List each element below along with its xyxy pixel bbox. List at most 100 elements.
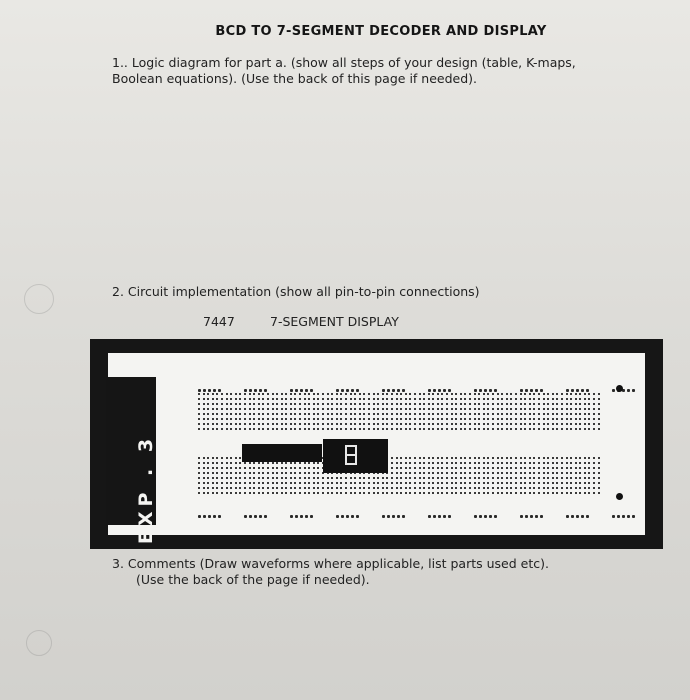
strip-hole (537, 472, 540, 474)
strip-hole (322, 487, 325, 489)
strip-hole (510, 467, 513, 469)
strip-hole (583, 492, 586, 494)
strip-hole (335, 418, 338, 420)
strip-hole (588, 462, 591, 464)
strip-hole (230, 477, 233, 479)
strip-hole (597, 467, 600, 469)
strip-hole (299, 462, 302, 464)
strip-row (198, 418, 602, 423)
question-3-line-1: 3. Comments (Draw waveforms where applic… (112, 556, 549, 571)
strip-hole (395, 487, 398, 489)
strip-hole (413, 423, 416, 425)
strip-hole (524, 462, 527, 464)
rail-hole (474, 515, 477, 518)
strip-hole (340, 472, 343, 474)
strip-hole (501, 428, 504, 430)
strip-hole (514, 413, 517, 415)
strip-hole (501, 492, 504, 494)
strip-hole (225, 403, 228, 405)
strip-hole (514, 462, 517, 464)
strip-hole (225, 408, 228, 410)
strip-hole (478, 477, 481, 479)
strip-hole (533, 403, 536, 405)
strip-hole (551, 467, 554, 469)
strip-hole (469, 413, 472, 415)
strip-hole (547, 398, 550, 400)
strip-hole (202, 413, 205, 415)
question-2: 2. Circuit implementation (show all pin-… (112, 284, 480, 299)
strip-hole (248, 413, 251, 415)
strip-hole (266, 492, 269, 494)
rail-hole (566, 515, 569, 518)
strip-hole (501, 413, 504, 415)
strip-hole (487, 462, 490, 464)
strip-hole (547, 423, 550, 425)
strip-hole (528, 418, 531, 420)
strip-hole (276, 492, 279, 494)
strip-hole (501, 403, 504, 405)
rail-hole (520, 389, 523, 392)
strip-hole (519, 428, 522, 430)
strip-hole (423, 477, 426, 479)
strip-hole (220, 423, 223, 425)
strip-hole (285, 413, 288, 415)
strip-hole (239, 482, 242, 484)
strip-hole (395, 462, 398, 464)
strip-hole (533, 477, 536, 479)
strip-hole (225, 428, 228, 430)
strip-hole (501, 408, 504, 410)
strip-hole (413, 418, 416, 420)
strip-hole (294, 403, 297, 405)
strip-hole (390, 398, 393, 400)
strip-hole (322, 428, 325, 430)
strip-hole (239, 428, 242, 430)
strip-hole (446, 418, 449, 420)
strip-hole (220, 393, 223, 395)
strip-hole (248, 403, 251, 405)
strip-hole (253, 467, 256, 469)
strip-hole (386, 408, 389, 410)
strip-hole (317, 467, 320, 469)
strip-hole (294, 398, 297, 400)
strip-hole (303, 487, 306, 489)
strip-hole (588, 393, 591, 395)
strip-hole (294, 477, 297, 479)
strip-hole (455, 413, 458, 415)
strip-hole (496, 492, 499, 494)
strip-hole (427, 472, 430, 474)
strip-hole (354, 477, 357, 479)
strip-hole (220, 477, 223, 479)
strip-hole (198, 418, 200, 420)
strip-hole (326, 413, 329, 415)
strip-hole (473, 423, 476, 425)
strip-hole (464, 428, 467, 430)
strip-hole (588, 467, 591, 469)
strip-hole (413, 413, 416, 415)
rail-hole (387, 515, 390, 518)
strip-hole (266, 403, 269, 405)
strip-hole (510, 482, 513, 484)
strip-hole (390, 492, 393, 494)
strip-hole (312, 467, 315, 469)
rail-hole (397, 515, 400, 518)
strip-hole (537, 398, 540, 400)
strip-hole (492, 393, 494, 395)
strip-hole (381, 492, 384, 494)
strip-hole (299, 482, 302, 484)
strip-hole (579, 492, 582, 494)
strip-hole (533, 408, 536, 410)
rail-hole (356, 515, 359, 518)
strip-hole (340, 477, 343, 479)
strip-hole (574, 457, 577, 459)
strip-hole (441, 492, 444, 494)
strip-hole (276, 408, 279, 410)
strip-hole (271, 413, 274, 415)
strip-hole (588, 428, 591, 430)
strip-hole (216, 393, 219, 395)
rail-hole (448, 515, 451, 518)
strip-hole (542, 462, 545, 464)
rail-gap (545, 389, 548, 392)
strip-hole (441, 482, 444, 484)
strip-hole (340, 398, 343, 400)
strip-hole (326, 408, 329, 410)
